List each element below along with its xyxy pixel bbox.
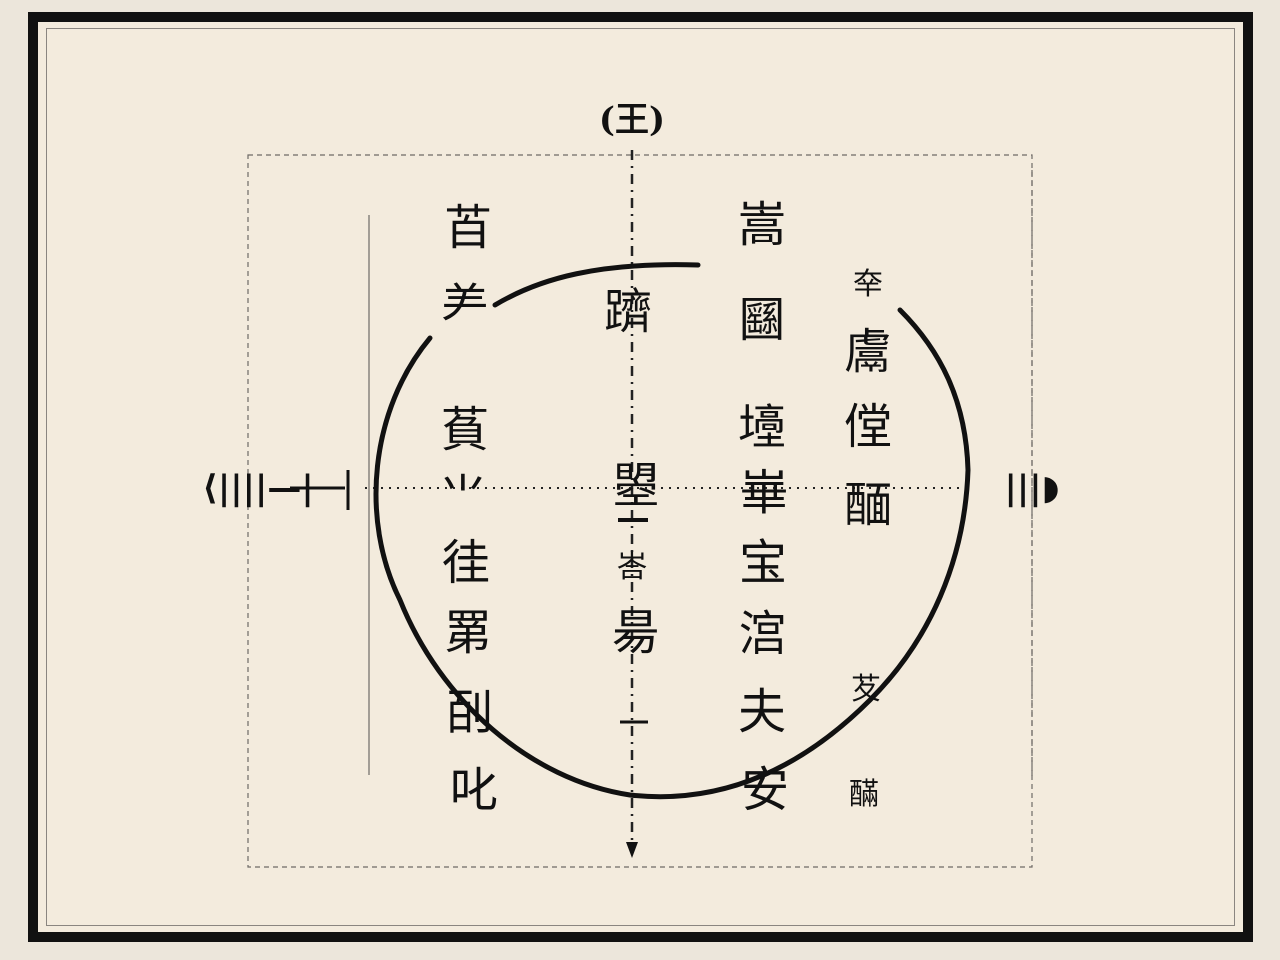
right-inner-char: 㙵	[737, 400, 787, 456]
left-column-char: 叱	[449, 762, 499, 818]
center-char: 峇	[617, 550, 647, 585]
left-column-char: 徍	[441, 535, 491, 591]
right-outer-char: 㑽	[843, 399, 893, 455]
center-char: 曌	[611, 458, 661, 514]
left-column-char: 㓦	[445, 685, 495, 741]
right-inner-char: 㴦	[738, 606, 788, 662]
brush-circle	[373, 262, 971, 800]
dashed-frame-rect	[247, 154, 1033, 868]
left-column-char: 萯	[440, 402, 490, 458]
right-outer-char: 鬳	[843, 324, 893, 380]
right-small-mark: 䤍	[849, 777, 879, 812]
right-inner-char: 安	[740, 762, 790, 818]
left-column-char: ⺌	[438, 469, 488, 525]
right-inner-char: 崋	[739, 465, 789, 521]
top-marker: (王)	[598, 100, 666, 140]
right-marker: |||◗	[1004, 468, 1060, 508]
right-inner-char: 宝	[738, 535, 788, 591]
right-inner-char: 嵩	[737, 197, 787, 253]
right-outer-char: 䤄	[843, 477, 893, 533]
center-char: 昜	[611, 605, 661, 661]
left-column-char: 罤	[443, 605, 493, 661]
right-outer-char: 㚔	[853, 267, 883, 302]
right-inner-char: 夫	[737, 684, 787, 740]
bottom-arrowhead	[626, 842, 638, 858]
left-top-char: 苩	[443, 200, 493, 256]
left-top-char: ⺶	[440, 279, 490, 335]
left-marker: ⟨||||—|	[202, 468, 314, 508]
picture-frame	[28, 12, 1253, 942]
inner-border-rule	[46, 28, 1235, 926]
center-upper-char: 躋	[603, 284, 653, 340]
right-inner-char: 㘥	[737, 292, 787, 348]
right-small-mark: 䒘	[851, 672, 881, 707]
